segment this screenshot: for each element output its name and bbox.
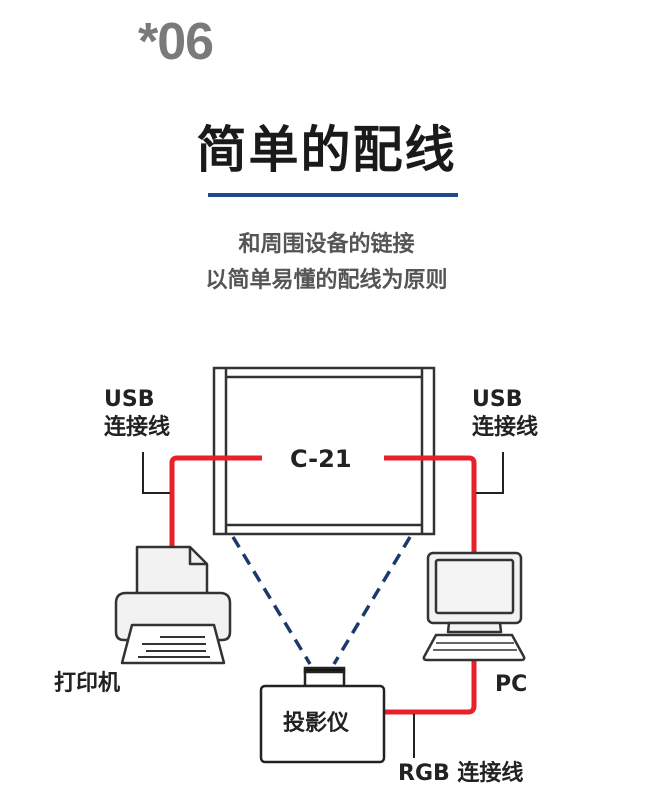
- usb-label-right-line1: USB: [472, 387, 523, 412]
- board-label: C-21: [290, 445, 352, 473]
- printer-icon: [114, 545, 232, 665]
- usb-callout-right: [476, 452, 504, 494]
- page-title: 简单的配线: [196, 121, 457, 179]
- rgb-cable-label: RGB 连接线: [398, 761, 524, 786]
- usb-label-left-line1: USB: [104, 387, 155, 412]
- projector-label: 投影仪: [283, 711, 350, 736]
- subtitle-line-2: 以简单易懂的配线为原则: [205, 268, 448, 293]
- section-number: *06: [138, 13, 214, 71]
- rgb-cable: [385, 650, 477, 715]
- pc-icon: [422, 551, 526, 662]
- usb-callout-left: [142, 452, 170, 494]
- projector-icon: [259, 666, 386, 764]
- usb-label-left-line2: 连接线: [104, 415, 171, 440]
- usb-label-right-line2: 连接线: [472, 415, 539, 440]
- electronic-board-icon: [212, 366, 436, 536]
- printer-label: 打印机: [54, 671, 121, 696]
- usb-cable-left: [169, 455, 262, 548]
- pc-label: PC: [495, 672, 528, 697]
- subtitle-line-1: 和周围设备的链接: [238, 232, 415, 257]
- title-underline: [208, 193, 458, 197]
- usb-label-right: USB 连接线: [472, 386, 538, 442]
- usb-label-left: USB 连接线: [104, 386, 170, 442]
- projection-beam: [231, 536, 412, 665]
- usb-cable-right: [384, 455, 477, 555]
